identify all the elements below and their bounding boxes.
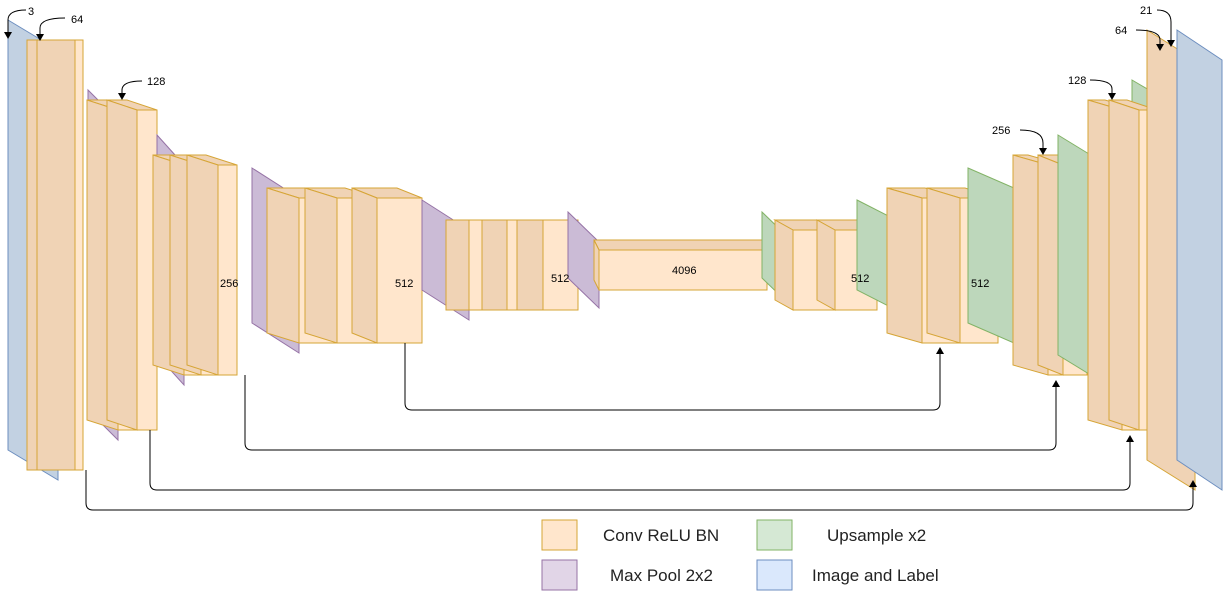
skip-connection-512 xyxy=(404,343,944,411)
block-side-face xyxy=(266,187,300,344)
label-dec-256: 256 xyxy=(992,125,1010,137)
skip-connections xyxy=(85,343,1197,511)
legend-swatch-image xyxy=(756,559,793,591)
skip-connection-64 xyxy=(85,470,1197,511)
block-side-face xyxy=(351,187,378,344)
label-enc-512-b: 512 xyxy=(551,273,569,285)
legend-label-pool: Max Pool 2x2 xyxy=(610,566,713,585)
label-enc-128: 128 xyxy=(147,76,165,88)
block-front-face xyxy=(217,164,238,376)
layer-block-conv xyxy=(36,39,84,471)
callout-arrow-64-enc xyxy=(36,17,66,41)
block-slab xyxy=(567,210,600,310)
callout-arrow-64-dec xyxy=(1135,29,1164,51)
label-dec-512-b: 512 xyxy=(971,278,989,290)
layer-block-conv xyxy=(351,187,423,344)
layer-block-conv xyxy=(186,154,238,376)
block-front-face xyxy=(598,249,768,291)
block-side-face xyxy=(445,219,470,311)
callout-arrows xyxy=(4,9,1175,155)
label-fc-4096: 4096 xyxy=(672,265,696,277)
legend-swatch-upsample xyxy=(756,519,793,551)
label-dec-128: 128 xyxy=(1068,75,1086,87)
legend: Conv ReLU BN Upsample x2 Max Pool 2x2 Im… xyxy=(541,519,939,591)
block-slab xyxy=(1176,29,1223,491)
legend-label-conv: Conv ReLU BN xyxy=(603,526,719,545)
layer-block-conv xyxy=(106,99,158,431)
block-side-face xyxy=(816,219,836,311)
block-side-face xyxy=(886,187,923,344)
label-output-classes: 21 xyxy=(1140,5,1152,17)
callout-arrow-128-enc xyxy=(118,80,143,100)
legend-label-upsample: Upsample x2 xyxy=(827,526,926,545)
layer-block-conv xyxy=(593,239,768,291)
legend-swatch-conv xyxy=(541,519,578,551)
layer-block-pool xyxy=(567,210,600,310)
block-front-face xyxy=(74,39,84,471)
block-side-face xyxy=(1108,99,1140,431)
block-front-face xyxy=(136,109,158,431)
block-side-face xyxy=(774,219,794,311)
block-side-face xyxy=(36,39,76,471)
block-front-face xyxy=(376,197,423,344)
skip-connection-256 xyxy=(244,375,1060,451)
callout-arrow-128-dec xyxy=(1089,79,1116,100)
callout-arrow-256-dec xyxy=(1019,129,1047,155)
block-side-face xyxy=(481,219,508,311)
label-enc-512-a: 512 xyxy=(395,278,413,290)
layer-blocks xyxy=(7,19,1223,491)
label-enc-256: 256 xyxy=(220,278,238,290)
label-input-channels: 3 xyxy=(28,6,34,18)
label-dec-512-a: 512 xyxy=(851,273,869,285)
block-top-face xyxy=(593,239,768,251)
legend-label-image: Image and Label xyxy=(812,566,939,585)
block-side-face xyxy=(304,187,338,344)
block-side-face xyxy=(186,154,219,376)
legend-swatch-pool xyxy=(541,559,578,591)
label-dec-64: 64 xyxy=(1115,25,1127,37)
block-side-face xyxy=(593,239,600,291)
block-side-face xyxy=(106,99,138,431)
label-enc-64: 64 xyxy=(71,14,83,26)
skip-connection-128 xyxy=(149,430,1134,491)
block-side-face xyxy=(926,187,961,344)
callout-arrow-3 xyxy=(4,9,27,39)
block-side-face xyxy=(516,219,544,311)
callout-arrow-21 xyxy=(1156,9,1175,47)
layer-block-image xyxy=(1176,29,1223,491)
